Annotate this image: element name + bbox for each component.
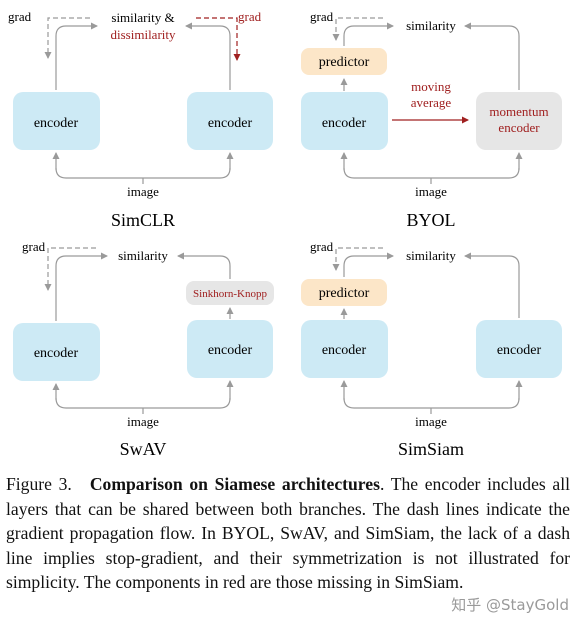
output-arrow-right bbox=[177, 252, 231, 279]
momentum-label-line1: momentum bbox=[489, 104, 548, 119]
encoder-box-right bbox=[187, 92, 273, 150]
caption-body: . The encoder includes all layers that c… bbox=[6, 474, 570, 592]
watermark: 知乎 @StayGold bbox=[449, 594, 571, 615]
panel-swav: encoder encoder Sinkhorn-Knopp image sim… bbox=[13, 239, 274, 459]
grad-arrow-right bbox=[196, 17, 241, 61]
panel-simsiam: predictor encoder encoder image similari… bbox=[301, 239, 562, 459]
encoder-label-left: encoder bbox=[322, 116, 367, 131]
encoder-box-left bbox=[301, 320, 388, 378]
output-arrow-left bbox=[343, 252, 394, 277]
grad-label-left: grad bbox=[8, 9, 32, 24]
image-label: image bbox=[415, 184, 447, 199]
encoder-box-left bbox=[13, 92, 100, 150]
encoder-label-left: encoder bbox=[34, 346, 79, 361]
figure-caption: Figure 3. Comparison on Siamese architect… bbox=[6, 472, 570, 595]
output-arrow-left bbox=[343, 22, 394, 46]
image-label: image bbox=[127, 184, 159, 199]
grad-arrow bbox=[44, 247, 96, 291]
encoder-box-right bbox=[187, 320, 273, 378]
similarity-label: similarity & bbox=[111, 10, 174, 25]
encoder-label-right: encoder bbox=[208, 343, 253, 358]
grad-arrow-left bbox=[44, 17, 90, 59]
grad-arrow bbox=[332, 17, 383, 41]
image-label: image bbox=[415, 414, 447, 429]
encoder-box-left bbox=[13, 323, 100, 381]
output-arrow-left bbox=[55, 22, 98, 90]
encoder-label-left: encoder bbox=[322, 343, 367, 358]
grad-label: grad bbox=[22, 239, 46, 254]
output-arrow-right bbox=[464, 252, 520, 318]
image-input-arrows bbox=[343, 397, 520, 409]
caption-bold-title: Comparison on Siamese architectures bbox=[89, 474, 380, 494]
image-input-arrows bbox=[55, 397, 231, 409]
panel-byol: predictor encoder momentum encoder movin… bbox=[301, 9, 562, 230]
sinkhorn-knopp-label: Sinkhorn-Knopp bbox=[193, 288, 267, 300]
output-arrow-right bbox=[185, 22, 231, 90]
similarity-label: similarity bbox=[406, 248, 456, 263]
predictor-box bbox=[301, 48, 387, 75]
grad-arrow bbox=[332, 247, 383, 271]
image-label: image bbox=[127, 414, 159, 429]
output-arrow-right bbox=[464, 22, 520, 90]
sinkhorn-knopp-box bbox=[186, 281, 274, 305]
siamese-architectures-diagram: encoder encoder image similarity & dissi… bbox=[8, 9, 562, 459]
encoder-box-left bbox=[301, 92, 388, 150]
momentum-encoder-box bbox=[476, 92, 562, 150]
moving-label: moving bbox=[411, 79, 451, 94]
similarity-label: similarity bbox=[118, 248, 168, 263]
encoder-label-right: encoder bbox=[497, 343, 542, 358]
output-arrow-left bbox=[55, 252, 108, 321]
dissimilarity-label: dissimilarity bbox=[111, 27, 177, 42]
image-input-arrows bbox=[55, 167, 231, 179]
encoder-label-left: encoder bbox=[34, 116, 79, 131]
average-label: average bbox=[411, 95, 452, 110]
predictor-box bbox=[301, 279, 387, 306]
momentum-label-line2: encoder bbox=[498, 120, 540, 135]
panel-simclr: encoder encoder image similarity & dissi… bbox=[8, 9, 273, 230]
image-input-arrows bbox=[343, 167, 520, 179]
panel-title: SimCLR bbox=[111, 210, 175, 230]
predictor-label: predictor bbox=[319, 55, 370, 70]
panel-title: SimSiam bbox=[398, 439, 464, 459]
encoder-box-right bbox=[476, 320, 562, 378]
encoder-label-right: encoder bbox=[208, 116, 253, 131]
grad-label: grad bbox=[310, 239, 334, 254]
caption-figure-label: Figure 3. bbox=[6, 474, 72, 494]
panel-title: SwAV bbox=[120, 439, 167, 459]
predictor-label: predictor bbox=[319, 286, 370, 301]
grad-label: grad bbox=[310, 9, 334, 24]
similarity-label: similarity bbox=[406, 18, 456, 33]
panel-title: BYOL bbox=[407, 210, 456, 230]
grad-label-right: grad bbox=[238, 9, 262, 24]
